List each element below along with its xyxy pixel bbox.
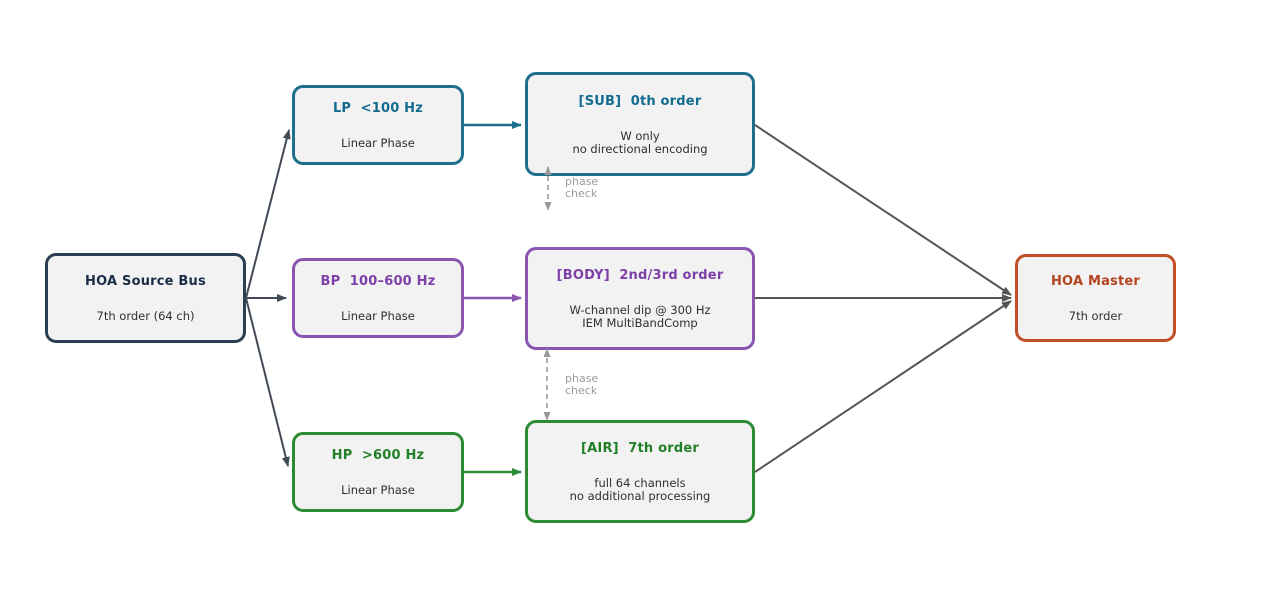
node-body-line: Linear Phase bbox=[341, 483, 415, 497]
node-body-line: 7th order (64 ch) bbox=[96, 309, 195, 323]
edge-sub-to-master bbox=[754, 124, 1012, 296]
node-body-line: full 64 channels bbox=[594, 476, 686, 490]
node-body: full 64 channels no additional processin… bbox=[570, 477, 711, 503]
edge-label-line: phase bbox=[565, 372, 599, 385]
node-hp-filter: HP >600 Hz Linear Phase bbox=[292, 432, 464, 512]
node-body-line: W-channel dip @ 300 Hz bbox=[569, 303, 711, 317]
edge-air-to-master bbox=[754, 300, 1012, 473]
node-title: [SUB] 0th order bbox=[578, 93, 702, 109]
node-body: Linear Phase bbox=[341, 137, 415, 150]
node-body: 7th order (64 ch) bbox=[97, 310, 195, 323]
node-title: HP >600 Hz bbox=[331, 448, 425, 463]
node-body-line: IEM MultiBandComp bbox=[582, 316, 698, 330]
node-title: HOA Source Bus bbox=[85, 274, 206, 289]
node-body-line: Linear Phase bbox=[341, 136, 415, 150]
node-title: HOA Master bbox=[1050, 274, 1141, 289]
node-title: BP 100–600 Hz bbox=[320, 274, 436, 289]
node-lp-filter: LP <100 Hz Linear Phase bbox=[292, 85, 464, 165]
node-body-line: 7th order bbox=[1068, 309, 1123, 323]
node-hoa-master: HOA Master 7th order bbox=[1015, 254, 1176, 342]
edge-source-to-lp bbox=[245, 129, 291, 299]
edge-label-line: check bbox=[565, 383, 598, 397]
node-title: [AIR] 7th order bbox=[581, 441, 699, 456]
node-body-line: no directional encoding bbox=[572, 141, 708, 156]
node-sub-band: [SUB] 0th order W only no directional en… bbox=[525, 72, 755, 176]
node-body: Linear Phase bbox=[341, 310, 415, 323]
edge-label-line: check bbox=[565, 186, 598, 200]
node-body: Linear Phase bbox=[341, 484, 415, 497]
node-body-band: [BODY] 2nd/3rd order W-channel dip @ 300… bbox=[525, 247, 755, 350]
edge-label-line: phase bbox=[565, 175, 599, 188]
node-body-line: no additional processing bbox=[569, 489, 711, 503]
node-body: W-channel dip @ 300 Hz IEM MultiBandComp bbox=[569, 304, 710, 330]
edge-label-phase-check-2: phase check bbox=[565, 373, 598, 396]
edge-source-to-hp bbox=[245, 297, 290, 467]
node-title: [BODY] 2nd/3rd order bbox=[556, 268, 724, 283]
node-hoa-source-bus: HOA Source Bus 7th order (64 ch) bbox=[45, 253, 246, 343]
node-air-band: [AIR] 7th order full 64 channels no addi… bbox=[525, 420, 755, 523]
node-body: W only no directional encoding bbox=[572, 128, 708, 156]
node-bp-filter: BP 100–600 Hz Linear Phase bbox=[292, 258, 464, 338]
edge-label-phase-check-1: phase check bbox=[565, 176, 598, 199]
node-body: 7th order bbox=[1069, 310, 1122, 323]
node-body-line: Linear Phase bbox=[341, 309, 415, 323]
node-body-line: W only bbox=[620, 128, 660, 143]
node-title: LP <100 Hz bbox=[332, 101, 424, 116]
